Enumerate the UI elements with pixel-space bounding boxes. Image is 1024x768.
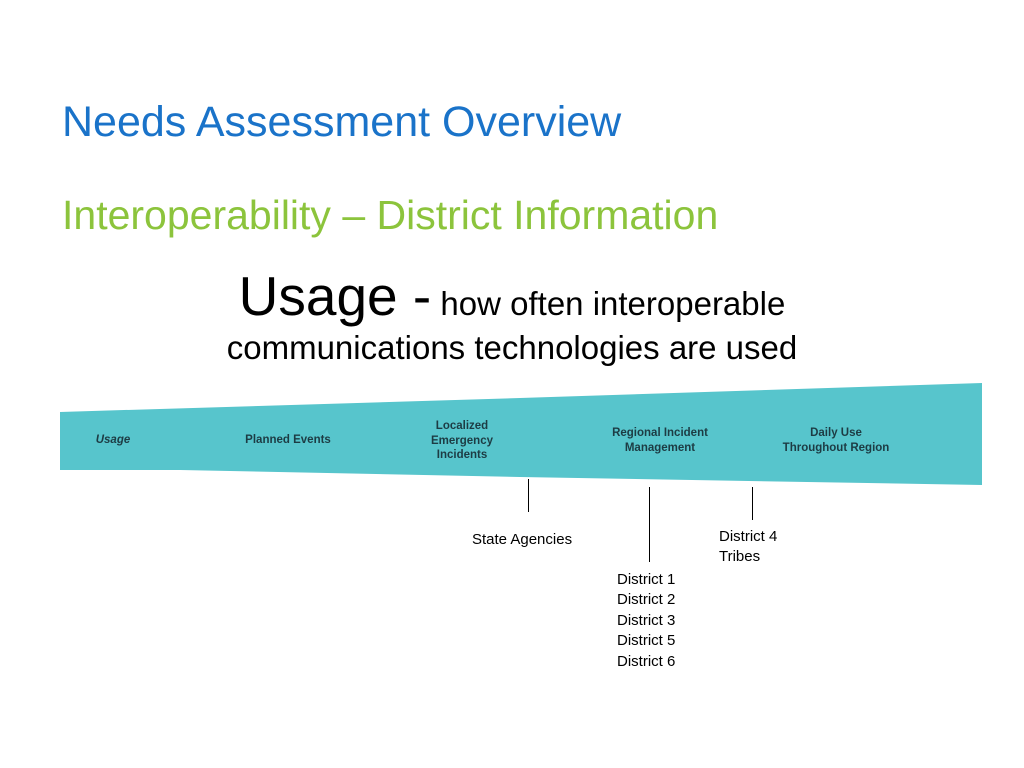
- usage-heading-rest: how often interoperable: [431, 285, 786, 322]
- pointer-daily: [752, 487, 753, 520]
- usage-heading-line2: communications technologies are used: [226, 328, 798, 366]
- group-localized: State Agencies: [472, 530, 572, 550]
- group-item: State Agencies: [472, 531, 573, 548]
- group-item: District 2: [617, 591, 676, 609]
- usage-heading-main: Usage -: [238, 265, 432, 327]
- usage-heading: Usage - how often interoperable communic…: [150, 265, 874, 367]
- stage-localized-emergency-incidents: Localized Emergency Incidents: [430, 420, 494, 462]
- group-daily: District 4 Tribes: [719, 527, 777, 568]
- pointer-localized: [528, 479, 529, 512]
- pointer-regional: [649, 487, 650, 562]
- slide-title: Needs Assessment Overview: [62, 98, 622, 146]
- group-item: District 4: [719, 528, 778, 545]
- slide-subtitle: Interoperability – District Information: [62, 192, 719, 238]
- group-item: District 3: [617, 611, 676, 629]
- group-regional: District 1 District 2 District 3 Distric…: [617, 570, 675, 672]
- group-item: Tribes: [719, 548, 761, 566]
- group-item: District 5: [617, 632, 676, 650]
- group-item: District 6: [617, 652, 676, 670]
- stage-planned-events: Planned Events: [245, 434, 331, 446]
- continuum-axis-label: Usage: [95, 434, 131, 446]
- stage-daily-use-throughout-region: Daily Use Throughout Region: [782, 427, 890, 454]
- stage-regional-incident-management: Regional Incident Management: [612, 427, 708, 454]
- group-item: District 1: [617, 571, 676, 588]
- continuum-band-shape: [60, 383, 982, 485]
